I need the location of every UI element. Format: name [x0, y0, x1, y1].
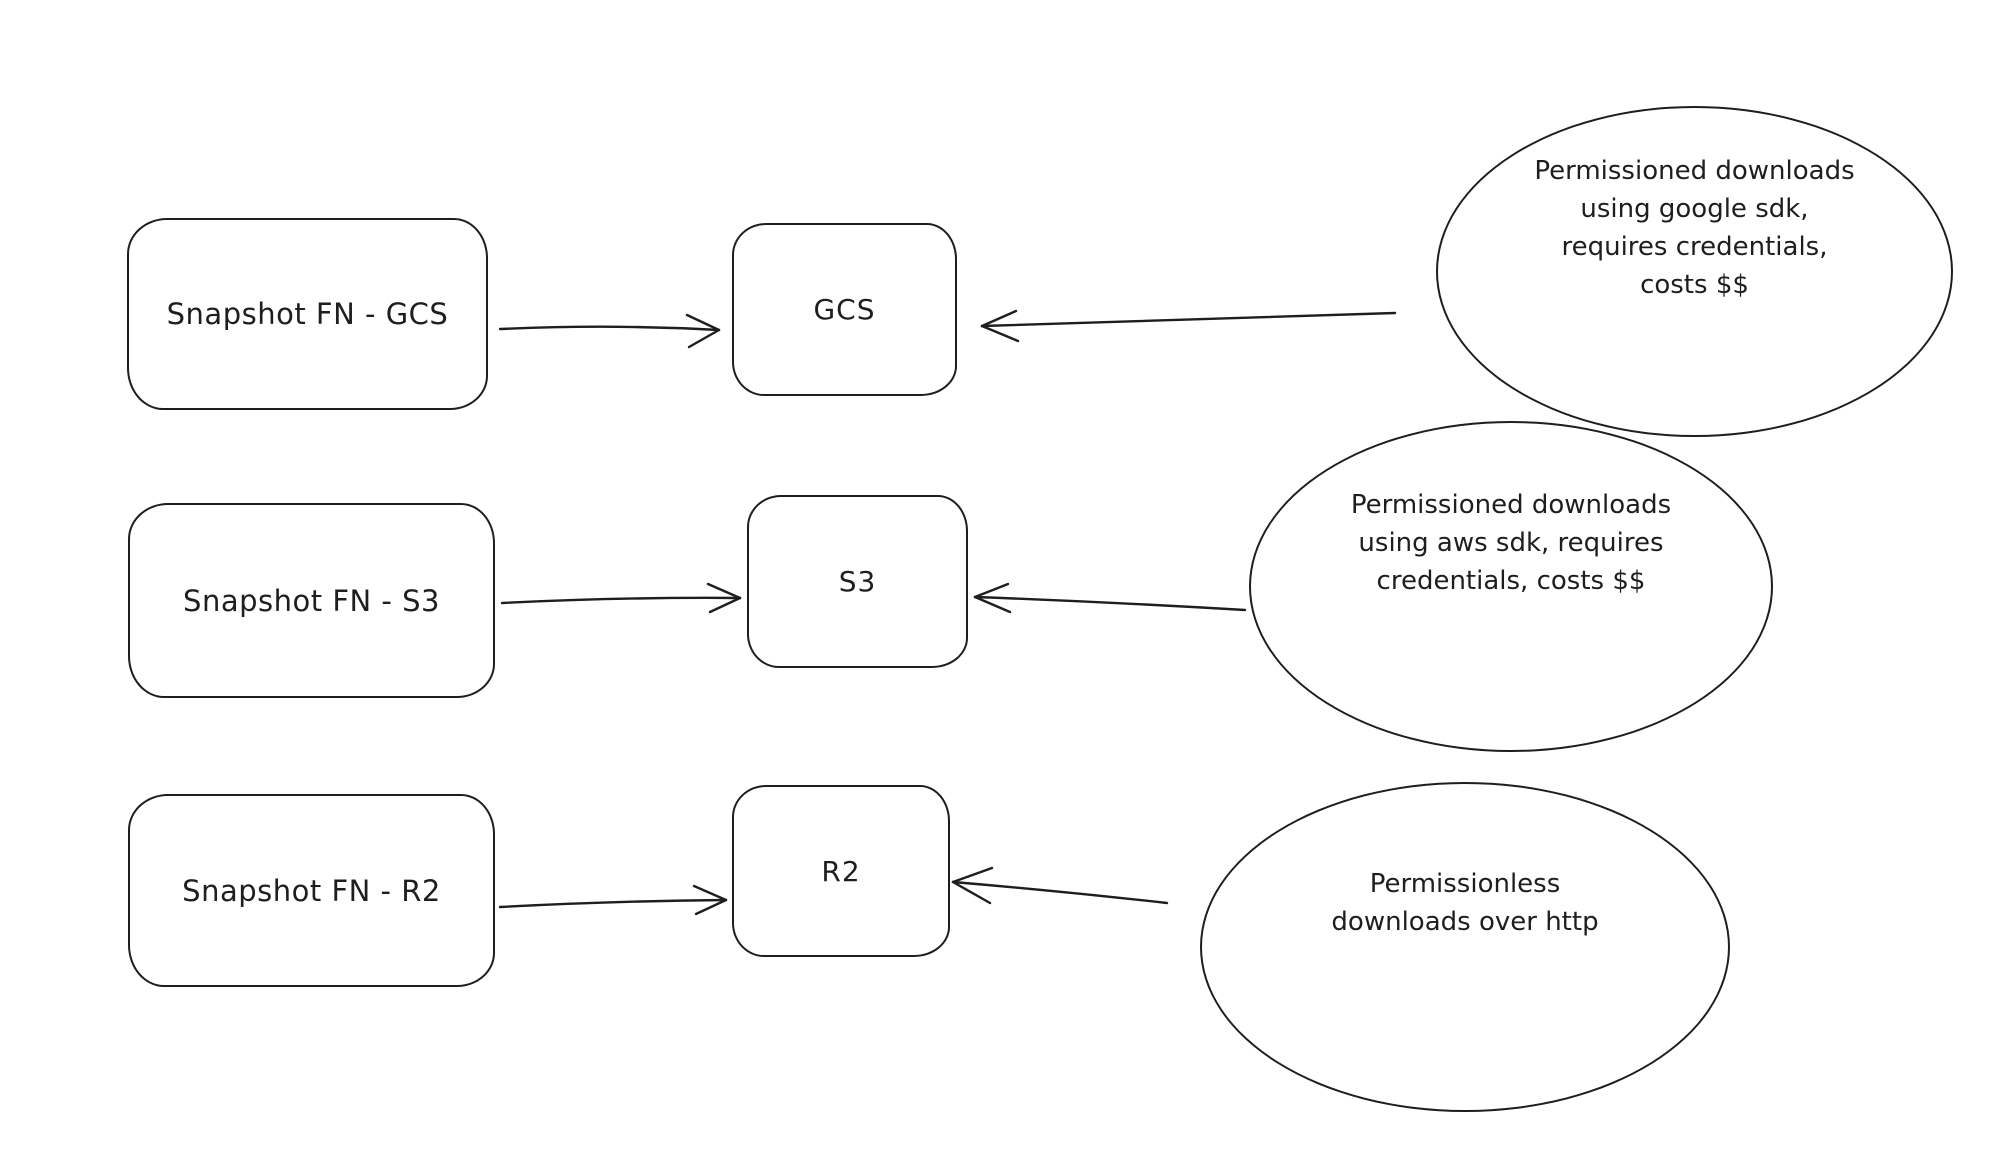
- node-snapshot-fn-s3: Snapshot FN - S3: [128, 503, 495, 698]
- arrow-note-to-r2: [951, 866, 1169, 905]
- node-snapshot-fn-s3-label: Snapshot FN - S3: [183, 583, 440, 618]
- node-gcs: GCS: [732, 223, 957, 396]
- note-s3-downloads-text: Permissioned downloads using aws sdk, re…: [1350, 489, 1672, 596]
- arrow-snapshot-fn-r2-to-r2: [498, 884, 728, 916]
- arrow-note-to-s3: [973, 582, 1247, 614]
- note-r2-downloads: Permissionless downloads over http: [1200, 782, 1730, 1112]
- node-snapshot-fn-r2-label: Snapshot FN - R2: [182, 873, 441, 908]
- node-snapshot-fn-r2: Snapshot FN - R2: [128, 794, 495, 987]
- arrow-note-to-gcs: [980, 309, 1397, 343]
- node-snapshot-fn-gcs: Snapshot FN - GCS: [127, 218, 488, 410]
- node-r2: R2: [732, 785, 950, 957]
- node-snapshot-fn-gcs-label: Snapshot FN - GCS: [166, 297, 449, 331]
- note-s3-downloads: Permissioned downloads using aws sdk, re…: [1249, 421, 1773, 752]
- node-s3-label: S3: [838, 565, 877, 598]
- note-gcs-downloads: Permissioned downloads using google sdk,…: [1436, 106, 1953, 437]
- node-r2-label: R2: [821, 854, 861, 888]
- note-r2-downloads-text: Permissionless downloads over http: [1331, 869, 1599, 937]
- node-s3: S3: [747, 495, 968, 668]
- node-gcs-label: GCS: [813, 293, 876, 326]
- note-gcs-downloads-text: Permissioned downloads using google sdk,…: [1534, 155, 1855, 300]
- arrow-snapshot-fn-s3-to-s3: [500, 582, 742, 614]
- arrow-snapshot-fn-gcs-to-gcs: [498, 313, 721, 349]
